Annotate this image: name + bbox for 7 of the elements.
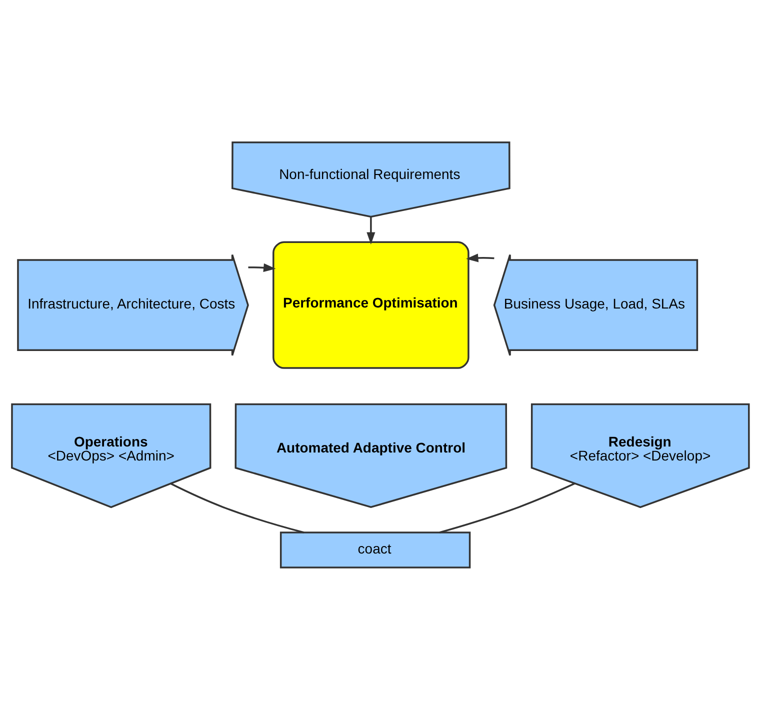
arrow bbox=[366, 216, 376, 245]
node-box: Performance Optimisation bbox=[272, 241, 470, 369]
arrow bbox=[466, 254, 494, 262]
connector bbox=[439, 482, 576, 534]
arrow bbox=[248, 263, 276, 272]
connector bbox=[170, 482, 304, 534]
node-box: coact bbox=[280, 532, 471, 568]
